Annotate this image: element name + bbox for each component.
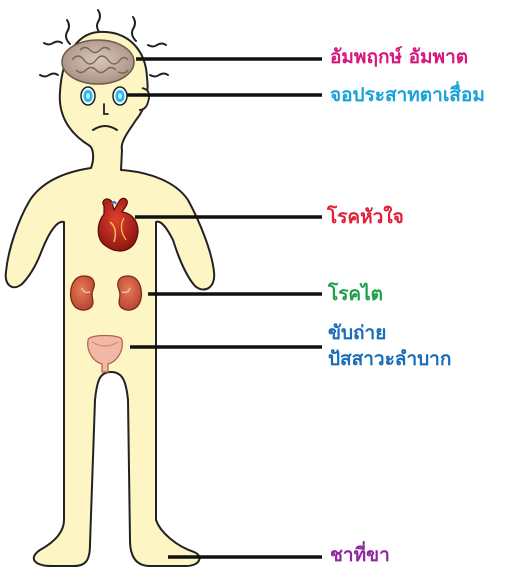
label-heart-disease: โรคหัวใจ bbox=[327, 205, 404, 229]
label-kidney-disease: โรคไต bbox=[328, 282, 383, 306]
body-outline bbox=[6, 32, 215, 566]
eye-icon bbox=[81, 87, 95, 105]
kidney-icon bbox=[118, 276, 142, 310]
label-urination-difficulty: ขับถ่าย ปัสสาวะลำบาก bbox=[328, 320, 451, 372]
label-stroke-paralysis: อัมพฤกษ์ อัมพาต bbox=[330, 45, 468, 69]
kidney-icon bbox=[71, 276, 95, 310]
label-retinopathy: จอประสาทตาเสื่อม bbox=[330, 83, 485, 107]
label-bladder-line2: ปัสสาวะลำบาก bbox=[328, 346, 451, 372]
label-bladder-line1: ขับถ่าย bbox=[328, 320, 451, 346]
label-leg-numbness: ชาที่ขา bbox=[330, 543, 390, 567]
eye-icon bbox=[113, 87, 127, 105]
brain-icon bbox=[62, 40, 134, 84]
